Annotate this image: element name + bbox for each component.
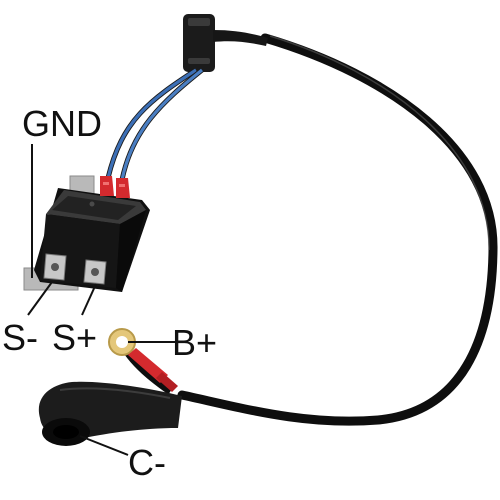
label-c-minus: C- — [128, 442, 166, 483]
terminal-s-plus — [83, 259, 107, 285]
blue-wire-left-color — [106, 68, 197, 179]
label-s-minus: S- — [2, 317, 38, 358]
label-b-plus: B+ — [172, 322, 217, 363]
s-plus-leader — [81, 283, 97, 316]
label-gnd: GND — [22, 103, 102, 144]
blue-wire-right-color — [120, 68, 203, 181]
b-plus-ring-terminal — [108, 328, 178, 392]
main-cable-highlight — [269, 35, 490, 251]
blue-wire-right — [119, 68, 204, 181]
terminal-s-minus — [43, 253, 67, 281]
c-minus-leader — [79, 435, 129, 456]
label-s-plus: S+ — [52, 317, 97, 358]
cable-grommet — [183, 14, 268, 72]
s-minus-leader — [27, 281, 53, 316]
red-connectors — [100, 176, 130, 198]
main-cable — [177, 33, 498, 426]
c-minus-boot — [38, 381, 182, 446]
